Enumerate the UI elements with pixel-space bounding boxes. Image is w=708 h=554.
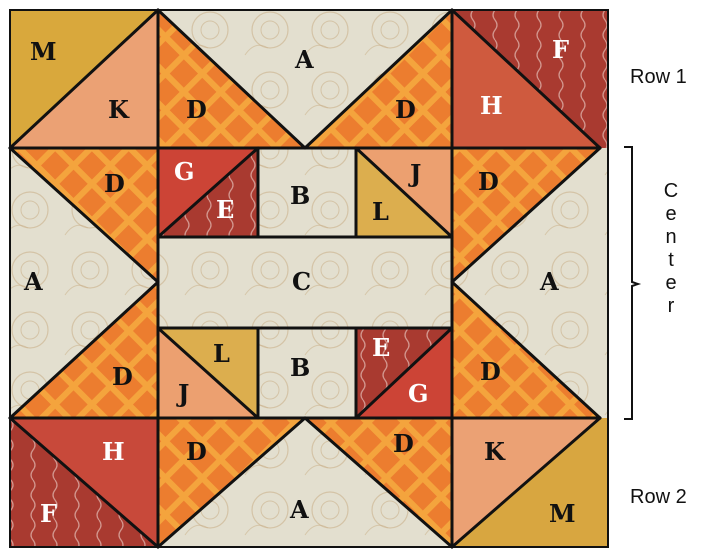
label-a-left: A [23, 267, 43, 296]
label-c-center: C [292, 267, 311, 296]
label-d-top-1: D [186, 95, 207, 124]
label-j-lower: J [176, 379, 189, 408]
label-d-right-upper: D [478, 167, 499, 196]
center-label-letter: n [661, 226, 681, 249]
label-f-bottom: F [40, 499, 57, 528]
label-d-left-lower: D [112, 362, 133, 391]
row-2-label: Row 2 [630, 486, 687, 509]
label-h-top: H [480, 91, 503, 120]
label-d-left-upper: D [104, 169, 125, 198]
label-d-bottom-1: D [186, 437, 207, 466]
label-m-bottom: M [549, 499, 576, 528]
label-k-top: K [108, 95, 130, 124]
quilt-block-diagram: M K D A D F H D A D D A D G E B J L C L … [0, 0, 620, 554]
label-a-right: A [539, 267, 559, 296]
label-e-upper: E [216, 195, 234, 224]
center-label-letter: t [661, 249, 681, 272]
label-d-bottom-2: D [393, 429, 414, 458]
label-l-lower: L [213, 339, 230, 368]
label-a-top: A [294, 45, 314, 74]
label-j-upper: J [408, 159, 421, 188]
label-d-right-lower: D [480, 357, 501, 386]
row-1-pieces [10, 10, 608, 148]
label-g-upper: G [174, 157, 195, 186]
label-b-lower: B [290, 353, 310, 382]
label-m-top: M [30, 37, 57, 66]
row-2-pieces [10, 418, 608, 547]
center-bracket [620, 146, 644, 420]
center-label-letter: e [661, 203, 681, 226]
center-label-letter: e [661, 272, 681, 295]
label-d-top-2: D [395, 95, 416, 124]
label-h-bottom: H [102, 437, 125, 466]
label-l-upper: L [372, 197, 389, 226]
center-label-letter: r [661, 295, 681, 318]
label-b-upper: B [290, 181, 310, 210]
label-k-bottom: K [484, 437, 506, 466]
label-f-top: F [552, 35, 569, 64]
row-1-label: Row 1 [630, 66, 687, 89]
label-g-lower: G [408, 379, 429, 408]
label-e-lower: E [372, 333, 390, 362]
label-a-bottom: A [289, 495, 309, 524]
center-label-letter: C [661, 180, 681, 203]
